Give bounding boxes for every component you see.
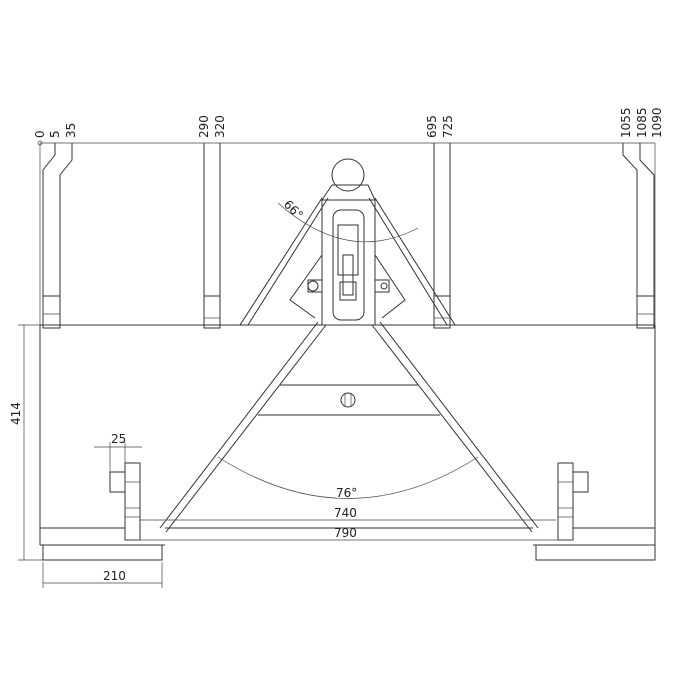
foot-width-dimension: 210 xyxy=(42,562,163,588)
hitch-pin-left xyxy=(109,462,141,541)
outer-width-label: 790 xyxy=(334,526,357,540)
top-link-tube xyxy=(331,158,365,192)
lower-angle-dimension: 76° xyxy=(217,456,479,500)
tine-inner-left xyxy=(203,143,221,329)
dim-35: 35 xyxy=(64,123,78,138)
upper-angle-dimension: 66° xyxy=(277,197,419,243)
foot-right xyxy=(535,544,656,561)
hitch-pin-right xyxy=(557,462,589,541)
headstock xyxy=(239,158,456,326)
dim-290: 290 xyxy=(197,115,211,138)
upper-angle-label: 66° xyxy=(281,197,306,222)
tine-right xyxy=(622,143,656,329)
pin-offset-label: 25 xyxy=(111,432,126,446)
dim-725: 725 xyxy=(441,115,455,138)
inner-width-dimension: 740 xyxy=(140,506,556,521)
pin-offset-dimension: 25 xyxy=(94,432,142,472)
dim-695: 695 xyxy=(425,115,439,138)
center-hole xyxy=(340,392,356,408)
dim-1055: 1055 xyxy=(619,107,633,138)
dim-1090: 1090 xyxy=(650,107,664,138)
foot-width-label: 210 xyxy=(103,569,126,583)
lower-angle-label: 76° xyxy=(336,486,357,500)
height-label: 414 xyxy=(9,402,23,425)
dim-320: 320 xyxy=(213,115,227,138)
tine-left xyxy=(39,143,73,329)
dim-1085: 1085 xyxy=(635,107,649,138)
outer-width-dimension: 790 xyxy=(125,526,573,541)
top-dimension-line xyxy=(37,140,655,146)
inner-width-label: 740 xyxy=(334,506,357,520)
dim-5: 5 xyxy=(48,130,62,138)
a-frame xyxy=(159,321,539,533)
tine-inner-right xyxy=(433,143,451,329)
top-dimension-labels: 0 5 35 290 320 695 725 1055 1085 1090 xyxy=(33,107,664,138)
foot-left xyxy=(42,544,163,561)
dim-0: 0 xyxy=(33,130,47,138)
height-dimension: 414 xyxy=(9,324,43,561)
